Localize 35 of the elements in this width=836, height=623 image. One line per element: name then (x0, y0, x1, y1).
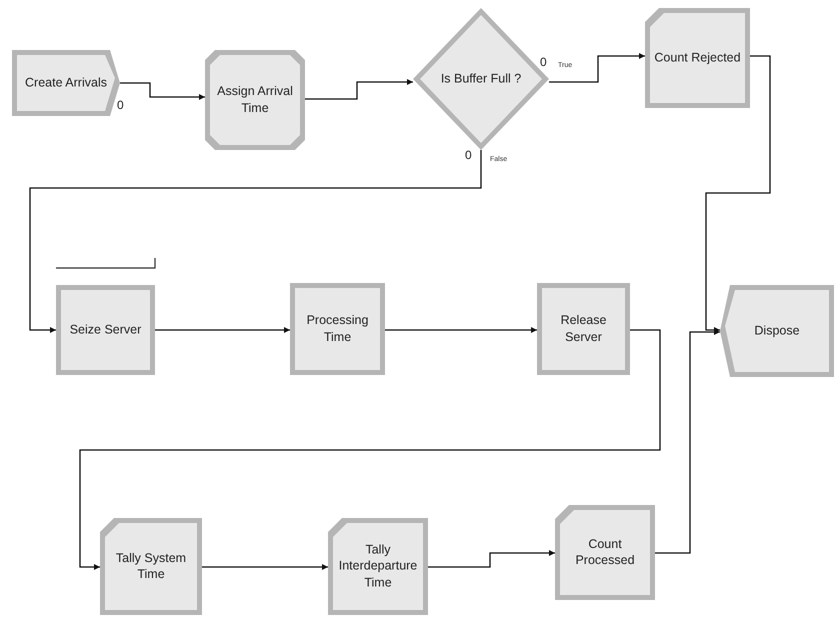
module-label: Tally System Time (114, 550, 188, 584)
connector-arrow (385, 327, 537, 333)
connector-arrow (305, 79, 413, 100)
process-box (290, 283, 385, 375)
connector-arrow (29, 150, 482, 333)
module-label: Count Rejected (653, 50, 742, 66)
connector-arrow (120, 82, 205, 100)
module-label: Count Processed (574, 536, 636, 570)
connector-arrow (655, 329, 720, 554)
record-module (328, 518, 428, 615)
connector-arrow (155, 327, 290, 333)
module-label: Dispose (753, 322, 801, 340)
module-label: Is Buffer Full ? (440, 70, 522, 88)
dispose-module (720, 285, 834, 377)
module-label: Tally Interdeparture Time (338, 541, 418, 592)
module-label: Processing Time (306, 312, 370, 346)
connector-arrow (428, 550, 555, 568)
record-module (100, 518, 202, 615)
module-label: Assign Arrival Time (216, 83, 294, 117)
connector-arrow (549, 53, 645, 83)
counter-value: 0 (540, 55, 547, 69)
connector-arrow (705, 55, 771, 333)
process-box (537, 283, 630, 375)
module-label: Create Arrivals (24, 74, 108, 92)
counter-value: 0 (465, 148, 472, 162)
process-box (56, 285, 155, 375)
counter-value: 0 (117, 98, 124, 112)
assign-module (205, 50, 305, 150)
decision-diamond (413, 8, 549, 150)
record-module (645, 8, 750, 108)
module-label: Release Server (560, 312, 608, 346)
connector-arrow (79, 329, 661, 570)
connector-arrow (202, 564, 328, 570)
record-module (555, 505, 655, 600)
module-label: Seize Server (68, 322, 142, 338)
